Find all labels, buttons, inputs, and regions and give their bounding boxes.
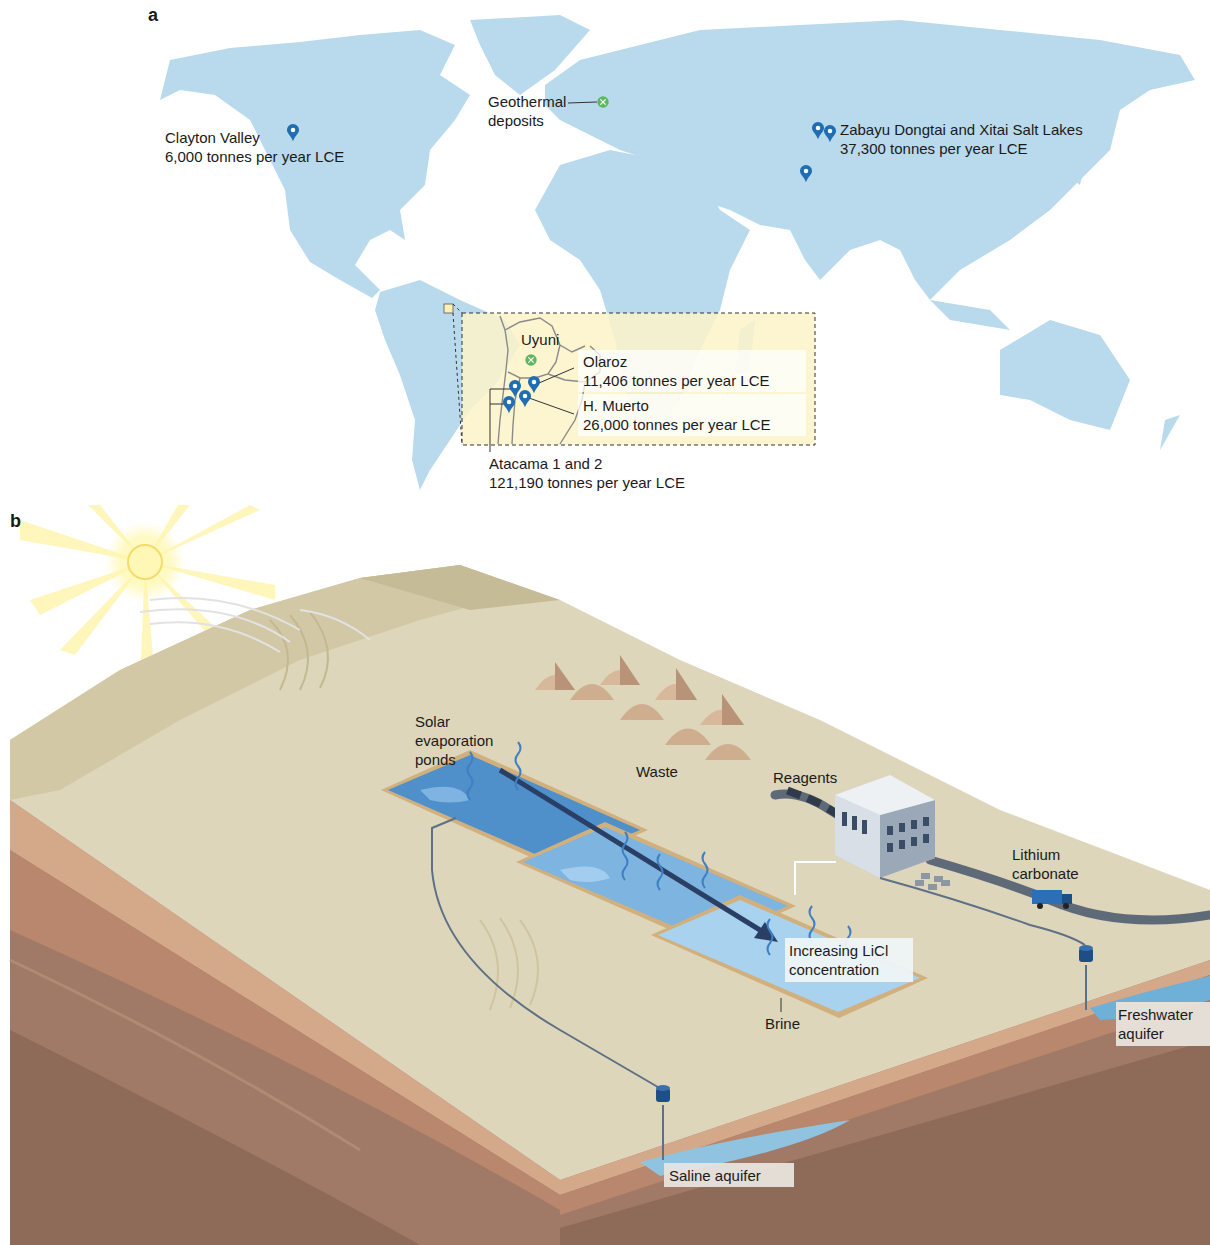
map-label: Uyuni — [521, 330, 559, 349]
soil-layers-front — [10, 800, 560, 1245]
evaporation-ponds — [381, 750, 928, 1018]
label-patch — [578, 394, 806, 436]
geothermal-marker — [597, 96, 608, 107]
mountain-shade — [360, 565, 560, 610]
location-pin — [824, 125, 836, 142]
location-pin — [812, 122, 824, 139]
flow-arrow-head — [754, 922, 778, 942]
wind-lines — [140, 598, 370, 652]
process-label: Solar evaporation ponds — [415, 712, 510, 769]
site-name: Clayton Valley — [165, 128, 260, 147]
site-name: Olaroz — [583, 352, 627, 371]
location-pin — [528, 376, 540, 393]
evaporation-squiggles — [468, 742, 851, 955]
label-patch — [578, 350, 806, 392]
location-pin — [287, 124, 299, 141]
waste-piles — [535, 655, 751, 760]
lithium-carbonate-blocks — [915, 873, 950, 890]
flow-arrow — [500, 770, 768, 935]
leader-line — [781, 998, 782, 1012]
panel-letter: b — [10, 512, 21, 531]
location-pin — [800, 165, 812, 182]
bracket-line — [795, 862, 836, 895]
process-label: Lithium carbonate — [1012, 845, 1102, 883]
reagent-trucks — [786, 787, 842, 819]
site-name: Zabayu Dongtai and Xitai Salt Lakes — [840, 120, 1083, 139]
geothermal-marker — [525, 354, 536, 365]
process-label: Brine — [765, 1014, 800, 1033]
panel-letter: a — [148, 6, 158, 25]
map-label: Geothermal deposits — [488, 92, 572, 130]
leader-lines — [490, 102, 597, 452]
production-figure: 6,000 tonnes per year LCE — [165, 147, 344, 166]
aquifer-label: Saline aquifer — [669, 1166, 761, 1185]
processing-plant — [835, 775, 935, 878]
process-label: Increasing LiCl concentration — [789, 941, 913, 979]
world-map — [160, 15, 1195, 490]
truck — [1032, 890, 1072, 909]
aquifer-label: Freshwater aquifer — [1118, 1005, 1206, 1043]
label-patch — [1116, 1002, 1210, 1046]
soil-layers-side — [560, 960, 1210, 1245]
process-label: Reagents — [773, 768, 837, 787]
production-figure: 11,406 tonnes per year LCE — [583, 371, 770, 390]
site-name: H. Muerto — [583, 396, 649, 415]
inset-zoom — [444, 304, 815, 445]
process-label: Waste — [636, 762, 678, 781]
site-name: Atacama 1 and 2 — [489, 454, 602, 473]
production-figure: 37,300 tonnes per year LCE — [840, 139, 1028, 158]
location-pin — [519, 390, 531, 407]
road — [775, 794, 1210, 920]
location-pin — [503, 396, 515, 413]
label-patch — [785, 938, 913, 982]
pipes — [432, 818, 1086, 1160]
production-figure: 26,000 tonnes per year LCE — [583, 415, 771, 434]
production-figure: 121,190 tonnes per year LCE — [489, 473, 685, 492]
label-patch — [664, 1163, 794, 1187]
